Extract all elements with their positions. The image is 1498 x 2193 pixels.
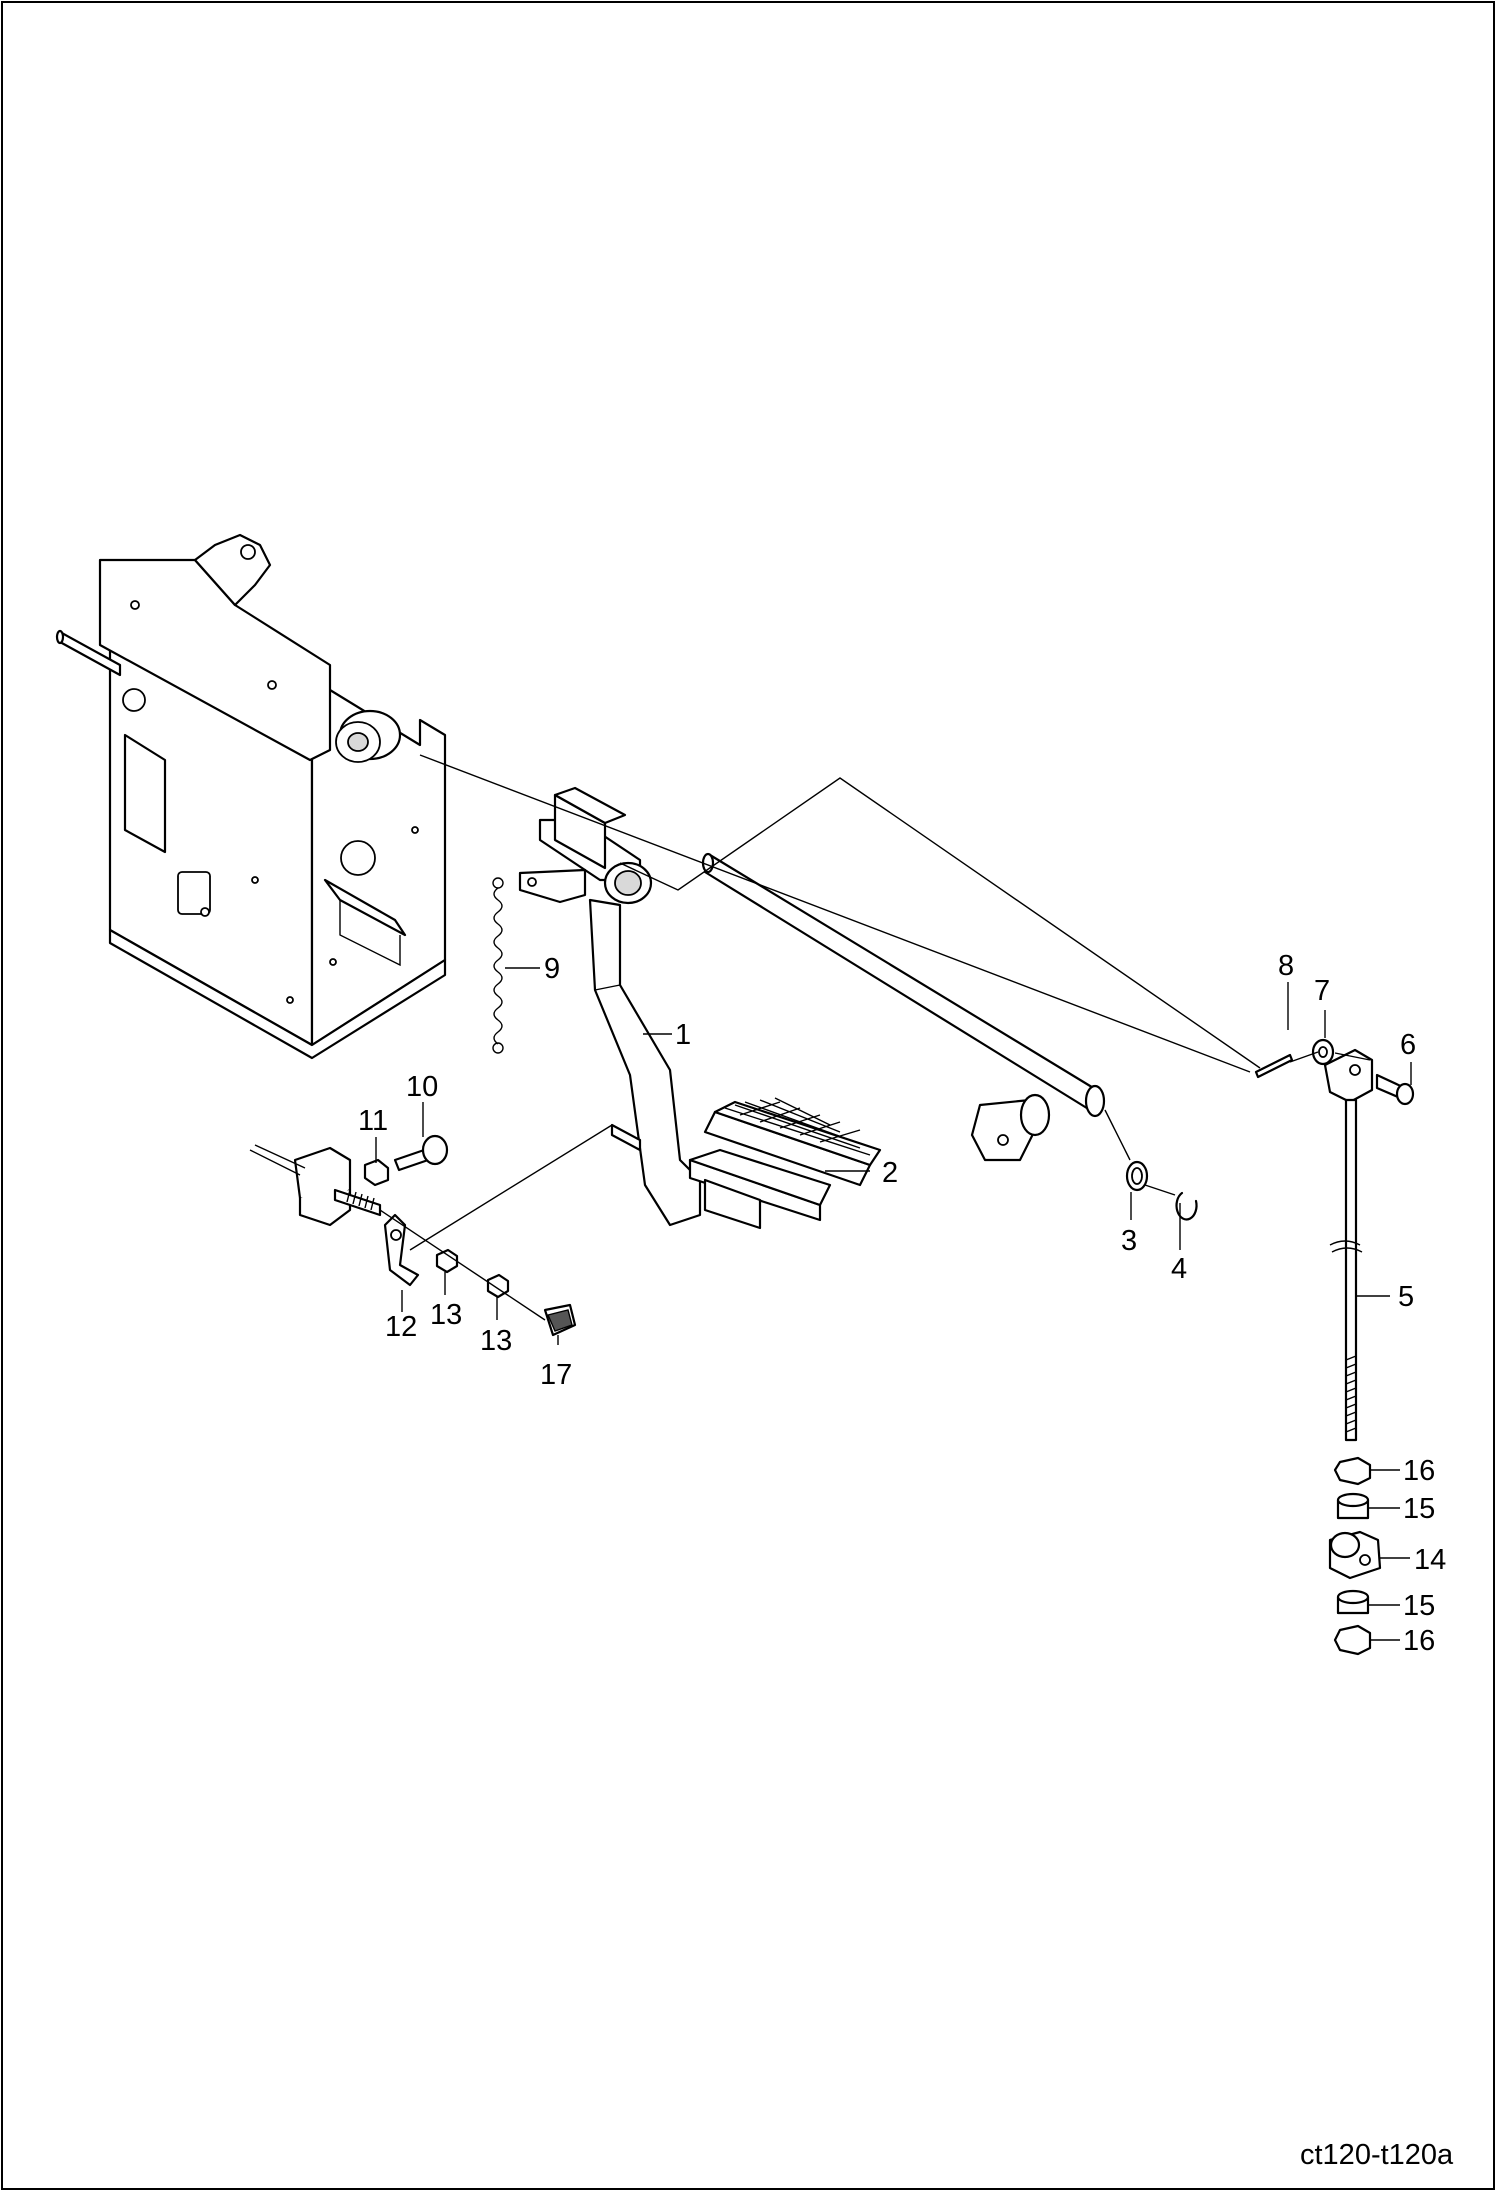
callout-16b: 16: [1403, 1625, 1435, 1657]
callout-14: 14: [1414, 1544, 1446, 1576]
callout-4: 4: [1171, 1253, 1187, 1285]
stop-bolt-hardware: [249, 1134, 577, 1337]
callout-13b: 13: [480, 1325, 512, 1357]
callout-9: 9: [544, 953, 560, 985]
callout-17: 17: [540, 1359, 572, 1391]
callout-13a: 13: [430, 1299, 462, 1331]
pedal-mounting-bracket: [55, 533, 447, 1060]
clevis-hardware: [1254, 1038, 1415, 1106]
callout-2: 2: [882, 1157, 898, 1189]
return-spring: [492, 877, 504, 1054]
washer-and-clip: [1125, 1160, 1198, 1221]
adjusting-rod: [1329, 1098, 1363, 1442]
callout-7: 7: [1314, 975, 1330, 1007]
callout-10: 10: [406, 1071, 438, 1103]
callout-labels: 1 2 3 4 5 6 7 8 9 10 11 12 13 13 14 15 1…: [358, 950, 1446, 1657]
callout-11: 11: [358, 1105, 388, 1137]
callout-3: 3: [1121, 1225, 1137, 1257]
callout-15a: 15: [1403, 1493, 1435, 1525]
pivot-shaft: [701, 852, 1106, 1162]
callout-16a: 16: [1403, 1455, 1435, 1487]
brake-pedal-arm: [518, 786, 702, 1227]
callout-lines: [375, 967, 1412, 1641]
callout-1: 1: [675, 1019, 691, 1051]
rod-end-stack: [1328, 1456, 1382, 1656]
drawing-reference: ct120-t120a: [1300, 2139, 1454, 2171]
callout-6: 6: [1400, 1029, 1416, 1061]
callout-5: 5: [1398, 1281, 1414, 1313]
callout-12: 12: [385, 1311, 417, 1343]
callout-8: 8: [1278, 950, 1294, 982]
pedal-pad: [688, 1097, 882, 1230]
callout-15b: 15: [1403, 1590, 1435, 1622]
assembly-leader-lines: [379, 754, 1371, 1321]
